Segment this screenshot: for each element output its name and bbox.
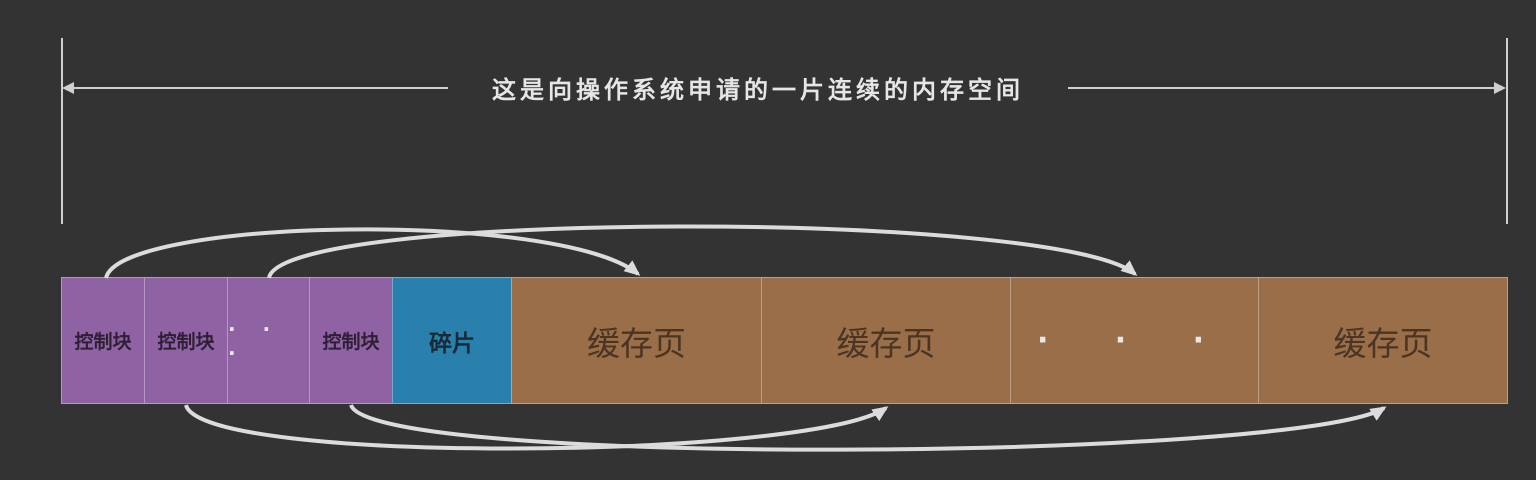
right-extent-line [1506, 38, 1508, 224]
cache-page-1-label: 缓存页 [587, 323, 686, 363]
cache-page-2-label: 缓存页 [836, 323, 936, 363]
cache-page-ellipsis: · · · [1010, 277, 1258, 404]
control-block-ellipsis: · · · [227, 277, 309, 404]
fragment-label: 碎片 [429, 330, 475, 357]
control-block-2-label: 控制块 [157, 331, 215, 353]
span-title: 这是向操作系统申请的一片连续的内存空间 [492, 75, 1024, 104]
cache-page-n-label: 缓存页 [1333, 323, 1433, 363]
left-extent-line [61, 38, 63, 224]
cache-page-ellipsis-label: · · · [1036, 323, 1233, 358]
control-block-ellipsis-label: · · · [228, 316, 281, 365]
control-block-n-label: 控制块 [322, 331, 380, 353]
control-block-2: 控制块 [144, 277, 227, 404]
fragment-block: 碎片 [392, 277, 511, 404]
control-block-n: 控制块 [309, 277, 392, 404]
control-block-1: 控制块 [61, 277, 144, 404]
memory-bar: 控制块 控制块 · · · 控制块 碎片 缓存页 缓存页 · · · 缓存页 [61, 277, 1508, 404]
cache-page-1: 缓存页 [511, 277, 761, 404]
cache-page-2: 缓存页 [761, 277, 1010, 404]
control-block-1-label: 控制块 [74, 331, 132, 353]
cache-page-n: 缓存页 [1258, 277, 1508, 404]
